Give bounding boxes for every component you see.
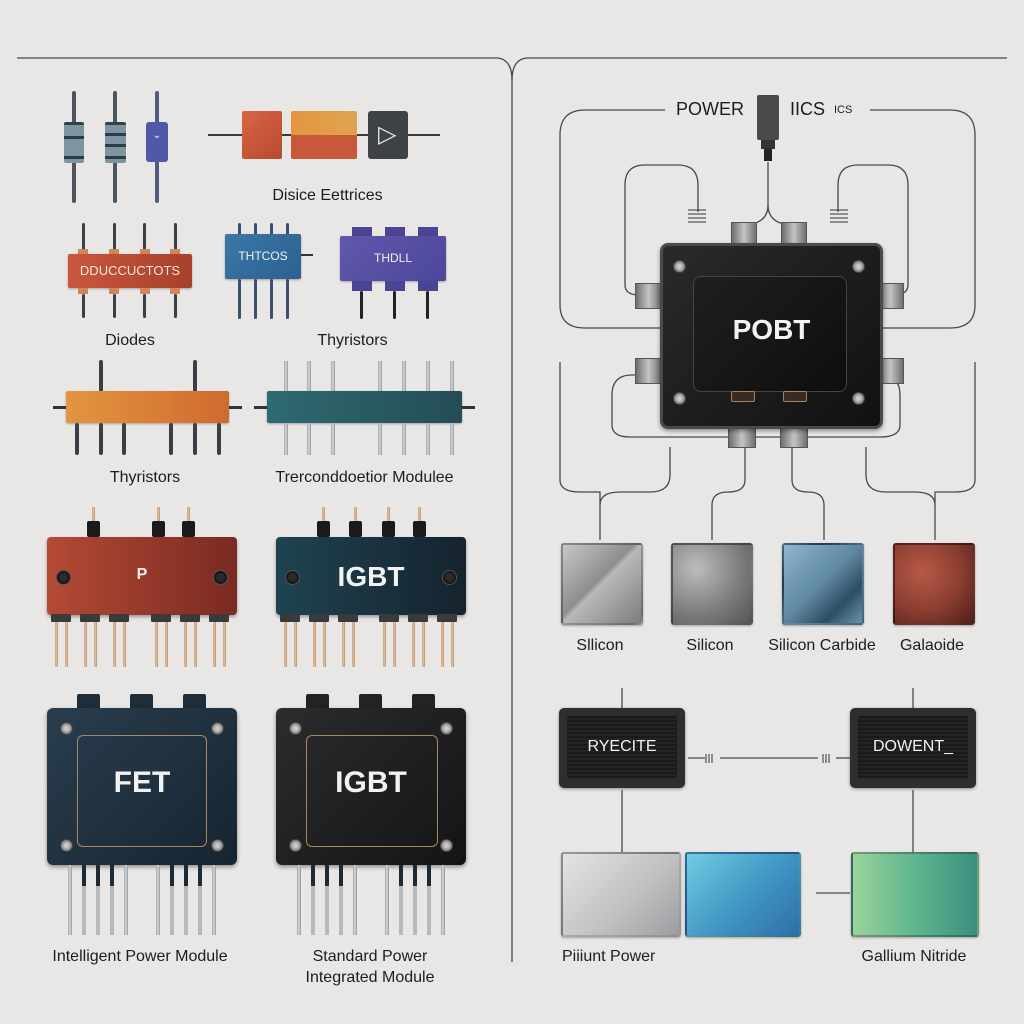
- module-pin: [213, 622, 216, 667]
- diodes-chip-text: DDUCCUCTOTS: [79, 263, 181, 278]
- header-title-right: IICS: [790, 99, 826, 119]
- play-triangle-icon: ▷: [378, 121, 397, 148]
- display-ryecite-text: RYECITE: [587, 738, 657, 755]
- thyristors-label-1: Thyristors: [317, 332, 388, 349]
- module-lead: [399, 865, 403, 935]
- fet-text: FET: [113, 766, 171, 799]
- pin-cap: [151, 614, 171, 622]
- module-pin: [383, 622, 386, 667]
- module-lead: [325, 865, 329, 935]
- module-pin: [352, 622, 355, 667]
- module-lead: [339, 865, 343, 935]
- module-lead: [198, 865, 202, 935]
- bottom-tile-silver: [561, 852, 681, 937]
- module-pin: [313, 622, 316, 667]
- pin-cap: [80, 614, 100, 622]
- module-lead: [170, 865, 174, 935]
- module-lead: [311, 865, 315, 935]
- module-lead: [124, 865, 128, 935]
- main-chip-text: POBT: [732, 314, 811, 345]
- module-lead: [427, 865, 431, 935]
- power-plug-icon: [757, 95, 779, 140]
- module-pin: [155, 622, 158, 667]
- bottom-label-right: Gallium Nitride: [861, 948, 967, 965]
- standard-power-label-line1: Standard Power: [312, 948, 428, 965]
- module-lead: [156, 865, 160, 935]
- material-tile-silicon-2: [671, 543, 753, 625]
- module-lead: [82, 865, 86, 935]
- module-lead: [385, 865, 389, 935]
- module-lead: [184, 865, 188, 935]
- p-module-text: P: [136, 566, 148, 583]
- module-lead: [441, 865, 445, 935]
- pin-cap: [379, 614, 399, 622]
- display-ryecite: RYECITE: [559, 708, 685, 788]
- thyristor-chip-1-text: THTCOS: [238, 249, 288, 263]
- thyristors-label-2: Thyristors: [109, 469, 181, 486]
- module-pin: [194, 622, 197, 667]
- top-frame-line-left: [17, 57, 513, 81]
- header-subtitle: ICS: [834, 104, 853, 116]
- module-pin: [94, 622, 97, 667]
- module-pin: [84, 622, 87, 667]
- module-pin: [422, 622, 425, 667]
- module-pin: [393, 622, 396, 667]
- module-pin: [123, 622, 126, 667]
- module-pin: [184, 622, 187, 667]
- material-label-3: Silicon Carbide: [768, 637, 876, 654]
- thyristor-chip-2-text: THDLL: [373, 251, 412, 265]
- bottom-tile-blue: [685, 852, 801, 937]
- intelligent-power-module-label: Intelligent Power Module: [52, 948, 228, 965]
- module-pin: [412, 622, 415, 667]
- module-pin: [165, 622, 168, 667]
- standard-power-label-line2: Integrated Module: [305, 969, 435, 986]
- pin-cap: [408, 614, 428, 622]
- module-lead: [353, 865, 357, 935]
- device-electrics-label: Disice Eettrices: [272, 187, 383, 204]
- module-pin: [441, 622, 444, 667]
- pin-cap: [209, 614, 229, 622]
- pin-cap: [180, 614, 200, 622]
- pin-cap: [309, 614, 329, 622]
- module-lead: [212, 865, 216, 935]
- module-lead: [297, 865, 301, 935]
- module-pin: [451, 622, 454, 667]
- diodes-label: Diodes: [105, 332, 155, 349]
- module-pin: [113, 622, 116, 667]
- module-pin: [294, 622, 297, 667]
- display-dowent-text: DOWENT_: [873, 738, 953, 755]
- pin-cap: [280, 614, 300, 622]
- module-lead: [68, 865, 72, 935]
- module-pin: [342, 622, 345, 667]
- module-lead: [413, 865, 417, 935]
- bottom-tile-green: [851, 852, 979, 937]
- module-pin: [323, 622, 326, 667]
- chevron-down-icon: ⌄: [152, 130, 162, 141]
- module-pin: [223, 622, 226, 667]
- pin-cap: [437, 614, 457, 622]
- material-label-4: Galaoide: [899, 637, 965, 654]
- igbt-small-text: IGBT: [337, 561, 405, 592]
- module-pin: [65, 622, 68, 667]
- material-tile-silicon-1: [561, 543, 643, 625]
- material-label-1: Sllicon: [576, 637, 624, 654]
- pin-cap: [109, 614, 129, 622]
- module-lead: [96, 865, 100, 935]
- igbt-large-text: IGBT: [335, 766, 407, 799]
- material-tile-silicon-carbide: [782, 543, 864, 625]
- material-tile-galaoide: [893, 543, 975, 625]
- module-lead: [110, 865, 114, 935]
- conductor-module-label: Trerconddoetior Modulee: [275, 469, 454, 486]
- pin-cap: [338, 614, 358, 622]
- bottom-label-left: Piiiunt Power: [562, 948, 656, 965]
- module-pin: [55, 622, 58, 667]
- module-pin: [284, 622, 287, 667]
- material-label-2: Silicon: [686, 637, 734, 654]
- top-frame-line-right: [511, 57, 1007, 81]
- header-title-left: POWER: [676, 99, 745, 119]
- display-dowent: DOWENT_: [850, 708, 976, 788]
- pin-cap: [51, 614, 71, 622]
